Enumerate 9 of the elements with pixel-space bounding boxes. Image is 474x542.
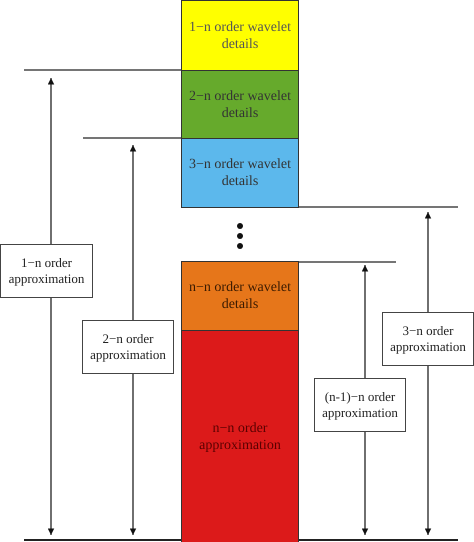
detail-block: 1−n order wavelet details (181, 0, 299, 71)
approximation-label: (n-1)−n order approximation (314, 378, 406, 432)
detail-block: 2−n order wavelet details (181, 70, 299, 139)
detail-block: 3−n order wavelet details (181, 138, 299, 208)
approximation-block: n−n order approximation (181, 330, 299, 542)
detail-block: n−n order wavelet details (181, 261, 299, 331)
approximation-label: 1−n order approximation (0, 244, 93, 298)
approximation-label: 2−n order approximation (82, 320, 174, 374)
approximation-label: 3−n order approximation (382, 312, 474, 366)
